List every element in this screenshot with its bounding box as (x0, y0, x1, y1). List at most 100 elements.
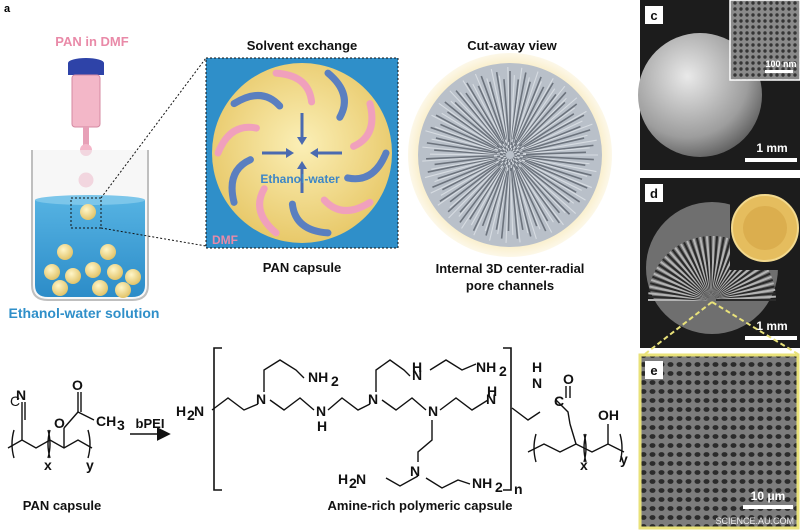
svg-text:OH: OH (598, 407, 619, 423)
svg-text:O: O (72, 377, 83, 393)
product-structure (511, 386, 625, 463)
pore-channel (515, 165, 549, 222)
pore-channel (522, 129, 591, 152)
pore-channel (512, 164, 538, 227)
pore-channel (514, 76, 542, 144)
pore-channel (472, 83, 504, 142)
pore-channel (422, 146, 501, 155)
pore-channel (432, 156, 504, 188)
chem-labels: N O O CH 3 C H 2 N N NH 2 N H N N H NH 2… (10, 359, 619, 495)
svg-text:N: N (194, 403, 204, 419)
panel-letter-e: e (650, 363, 657, 378)
svg-text:N: N (412, 367, 422, 383)
pore-channel (480, 75, 508, 146)
solution-label: Ethanol-water solution (9, 305, 160, 321)
micrograph-e: e 10 μm SCIENCE.AU.COM (638, 353, 800, 530)
pore-channel (490, 68, 510, 152)
panel-letter-d-bg (645, 184, 663, 202)
solvent-exchange-title: Solvent exchange (247, 38, 358, 53)
capsule-ball (80, 204, 96, 220)
micrograph-d: d 1 mm (640, 178, 800, 355)
subscript-y-left: y (86, 457, 94, 473)
pore-channel (434, 155, 501, 166)
pore-channel (459, 167, 502, 223)
pore-channel (514, 163, 554, 223)
center-arrow-heads (286, 137, 318, 169)
svg-text:N: N (410, 463, 420, 479)
pore-channel (448, 161, 504, 219)
cutaway-panel: Cut-away view Internal 3D center-radial … (408, 38, 612, 293)
scale-label-c: 1 mm (756, 141, 787, 155)
pore-channel (461, 165, 504, 229)
pan-structure (7, 392, 95, 459)
pore-channel (435, 114, 505, 153)
pore-channel (505, 161, 511, 243)
pore-channel (489, 81, 507, 140)
pore-channel (519, 157, 583, 180)
pore-channel (525, 151, 586, 156)
pore-channel (524, 160, 588, 189)
pore-channel (517, 168, 553, 233)
pink-exchange-arrow (256, 185, 280, 237)
micrograph-c: c 100 nm 1 mm (638, 0, 800, 170)
pore-channel (438, 102, 498, 147)
subscript-n: n (514, 481, 523, 497)
solvent-exchange-panel: Solvent exchange Ethanol-water DMF PAN c… (205, 38, 399, 275)
svg-text:H: H (487, 383, 497, 399)
blue-exchange-arrow (230, 92, 284, 110)
micrograph-e-bg (638, 353, 800, 530)
pore-channel (520, 161, 581, 203)
pore-channel (455, 90, 501, 144)
pore-channel (514, 159, 577, 214)
bracket-right (503, 347, 512, 491)
svg-text:2: 2 (349, 475, 357, 491)
blue-exchange-arrow (344, 149, 390, 183)
pore-channel (431, 155, 504, 170)
left-caption: PAN capsule (23, 498, 102, 513)
pore-channel (429, 153, 507, 156)
subscript-x-right: x (580, 457, 588, 473)
pore-channel (503, 79, 510, 143)
capsule-cross-section (212, 63, 392, 243)
pore-channel (495, 170, 508, 230)
dmf-label: DMF (212, 233, 238, 247)
pink-exchange-arrow (214, 123, 260, 157)
pore-channel (522, 147, 590, 155)
pore-channel (439, 159, 503, 202)
inset-scale-label: 100 nm (765, 59, 796, 69)
optical-capsule-core (743, 206, 787, 250)
micrograph-c-inset (729, 0, 800, 81)
pore-channel (519, 93, 557, 143)
watermark: SCIENCE.AU.COM (715, 516, 794, 526)
svg-text:N: N (428, 403, 438, 419)
cutaway-caption-line1: Internal 3D center-radial (436, 261, 585, 276)
panel-letter-c-bg (645, 6, 663, 24)
scale-label-e: 10 μm (751, 489, 786, 503)
blue-exchange-arrow (288, 200, 332, 237)
pore-channel (519, 123, 593, 153)
pore-channel (514, 91, 567, 151)
pore-channel (519, 166, 561, 214)
pore-channel (498, 75, 510, 146)
pore-channel (484, 164, 508, 232)
svg-text:O: O (54, 415, 65, 431)
pore-channel (515, 107, 576, 152)
pink-exchange-arrow (350, 100, 376, 150)
scale-bar-c (745, 158, 797, 162)
pore-channel (523, 114, 585, 149)
pore-channel (512, 156, 570, 204)
zoom-line-top (100, 57, 207, 199)
svg-text:2: 2 (495, 479, 503, 495)
pore-channel (515, 81, 542, 141)
blue-exchange-arrow (324, 69, 348, 121)
pore-channel (440, 161, 500, 196)
svg-text:2: 2 (187, 407, 195, 423)
panel-letter-e-bg (645, 361, 663, 379)
svg-text:N: N (532, 375, 542, 391)
pore-channel (516, 156, 588, 177)
pore-channel (516, 139, 597, 155)
pore-channel (442, 161, 497, 191)
pore-channel (525, 157, 597, 173)
pore-channel (518, 159, 586, 201)
svg-text:N: N (486, 391, 496, 407)
